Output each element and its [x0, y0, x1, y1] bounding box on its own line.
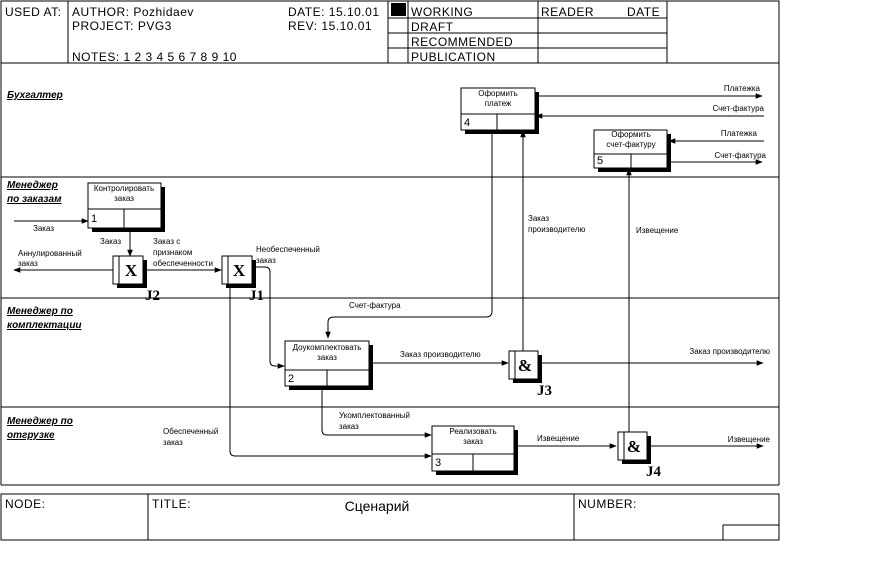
label-neobesp-2: заказ	[256, 256, 276, 265]
junction-j4	[617, 431, 651, 464]
author-text: AUTHOR: Pozhidaev	[72, 5, 194, 19]
label-zakaz-priznak-2: признаком	[153, 248, 192, 257]
label-platezh-in-5: Платежка	[721, 129, 758, 138]
label-sf-in-4: Счет-фактура	[712, 104, 764, 113]
label-zakaz-proizv-h: Заказ производителю	[400, 350, 481, 359]
activity-box-2	[284, 340, 373, 390]
box-4-number: 4	[464, 117, 470, 129]
reader-date-label: DATE	[627, 5, 660, 19]
box-3-number: 3	[435, 457, 441, 469]
activity-box-4	[460, 87, 539, 134]
label-izv-v: Извещение	[636, 226, 679, 235]
swimlanes	[0, 63, 780, 486]
used-at-label: USED AT:	[5, 5, 61, 19]
junction-j3	[508, 350, 542, 383]
lane-order-manager-2: по заказам	[7, 194, 62, 205]
junction-j1-symbol: X	[233, 261, 246, 280]
junction-j3-name: J3	[537, 383, 552, 399]
reader-label: READER	[541, 5, 594, 19]
box-4-title-line2: платеж	[485, 99, 512, 108]
activity-box-1	[87, 182, 165, 232]
box-2-title-line2: заказ	[317, 353, 337, 362]
status-publication: PUBLICATION	[411, 50, 496, 64]
label-neobesp-1: Необеспеченный	[256, 245, 320, 254]
label-zakaz-proizv-v-1: Заказ	[528, 214, 549, 223]
status-recommended: RECOMMENDED	[411, 35, 513, 49]
box-5-number: 5	[597, 155, 603, 167]
label-izv-out: Извещение	[728, 435, 771, 444]
lane-shipping-manager-1: Менеджер по	[7, 416, 73, 427]
status-working: WORKING	[411, 5, 473, 19]
number-label: NUMBER:	[578, 497, 637, 511]
label-sf-lane3: Счет-фактура	[349, 301, 401, 310]
lane-accountant: Бухгалтер	[7, 90, 63, 101]
junction-j2-symbol: X	[125, 261, 138, 280]
junction-j1-name: J1	[249, 288, 264, 304]
box-3-title-line1: Реализовать	[449, 427, 496, 436]
header-frame	[0, 0, 780, 64]
lane-assembly-manager-2: комплектации	[7, 320, 82, 331]
junction-j2	[112, 255, 147, 288]
title-label: TITLE:	[152, 497, 191, 511]
arrow-ukompl	[321, 386, 432, 438]
label-ukompl-2: заказ	[339, 422, 359, 431]
label-izv-h: Извещение	[537, 434, 580, 443]
label-zakaz-proizv-out: Заказ производителю	[689, 347, 770, 356]
label-zakaz-priznak-3: обеспеченности	[153, 259, 213, 268]
rev-text: REV: 15.10.01	[288, 19, 372, 33]
label-zakaz-down: Заказ	[100, 237, 121, 246]
notes-text: NOTES: 1 2 3 4 5 6 7 8 9 10	[72, 50, 237, 64]
box-5-title-line2: счет-фактуру	[606, 140, 655, 149]
label-ukompl-1: Укомплектованный	[339, 411, 410, 420]
arrow-sf-to-box2	[325, 130, 493, 339]
arrow-obesp	[229, 284, 432, 459]
box-2-title-line1: Доукомплектовать	[293, 343, 362, 352]
status-draft: DRAFT	[411, 20, 454, 34]
junction-j4-symbol: &	[627, 437, 641, 456]
box-2-number: 2	[288, 373, 294, 385]
junction-j1	[221, 255, 256, 288]
connectors	[13, 93, 764, 459]
label-platezh-out: Платежка	[724, 84, 761, 93]
date-text: DATE: 15.10.01	[288, 5, 380, 19]
box-5-title-line1: Оформить	[611, 130, 651, 139]
label-annul-2: заказ	[18, 259, 38, 268]
label-zakaz-proizv-v-2: производителю	[528, 225, 585, 234]
label-sf-out-5: Счет-фактура	[714, 151, 766, 160]
box-4-title-line1: Оформить	[478, 89, 518, 98]
label-annul-1: Аннулированный	[18, 249, 82, 258]
project-text: PROJECT: PVG3	[72, 19, 172, 33]
working-status-marker	[391, 3, 406, 16]
activity-box-5	[593, 129, 671, 172]
lane-assembly-manager-1: Менеджер по	[7, 306, 73, 317]
junction-j4-name: J4	[646, 464, 662, 480]
lane-shipping-manager-2: отгрузке	[7, 430, 55, 441]
activity-box-3	[431, 425, 518, 475]
box-1-number: 1	[91, 213, 97, 225]
junction-j3-symbol: &	[518, 356, 532, 375]
lane-order-manager-1: Менеджер	[7, 180, 58, 191]
label-zakaz-in: Заказ	[33, 224, 54, 233]
box-1-title-line2: заказ	[114, 194, 134, 203]
arrow-neobesp	[252, 266, 285, 369]
label-obesp-2: заказ	[163, 438, 183, 447]
diagram-title: Сценарий	[345, 498, 410, 514]
label-zakaz-priznak-1: Заказ с	[153, 237, 180, 246]
footer-frame	[0, 493, 780, 541]
box-1-title-line1: Контролировать	[94, 184, 154, 193]
node-label: NODE:	[5, 497, 46, 511]
box-3-title-line2: заказ	[463, 437, 483, 446]
label-obesp-1: Обеспеченный	[163, 427, 218, 436]
junction-j2-name: J2	[145, 288, 160, 304]
